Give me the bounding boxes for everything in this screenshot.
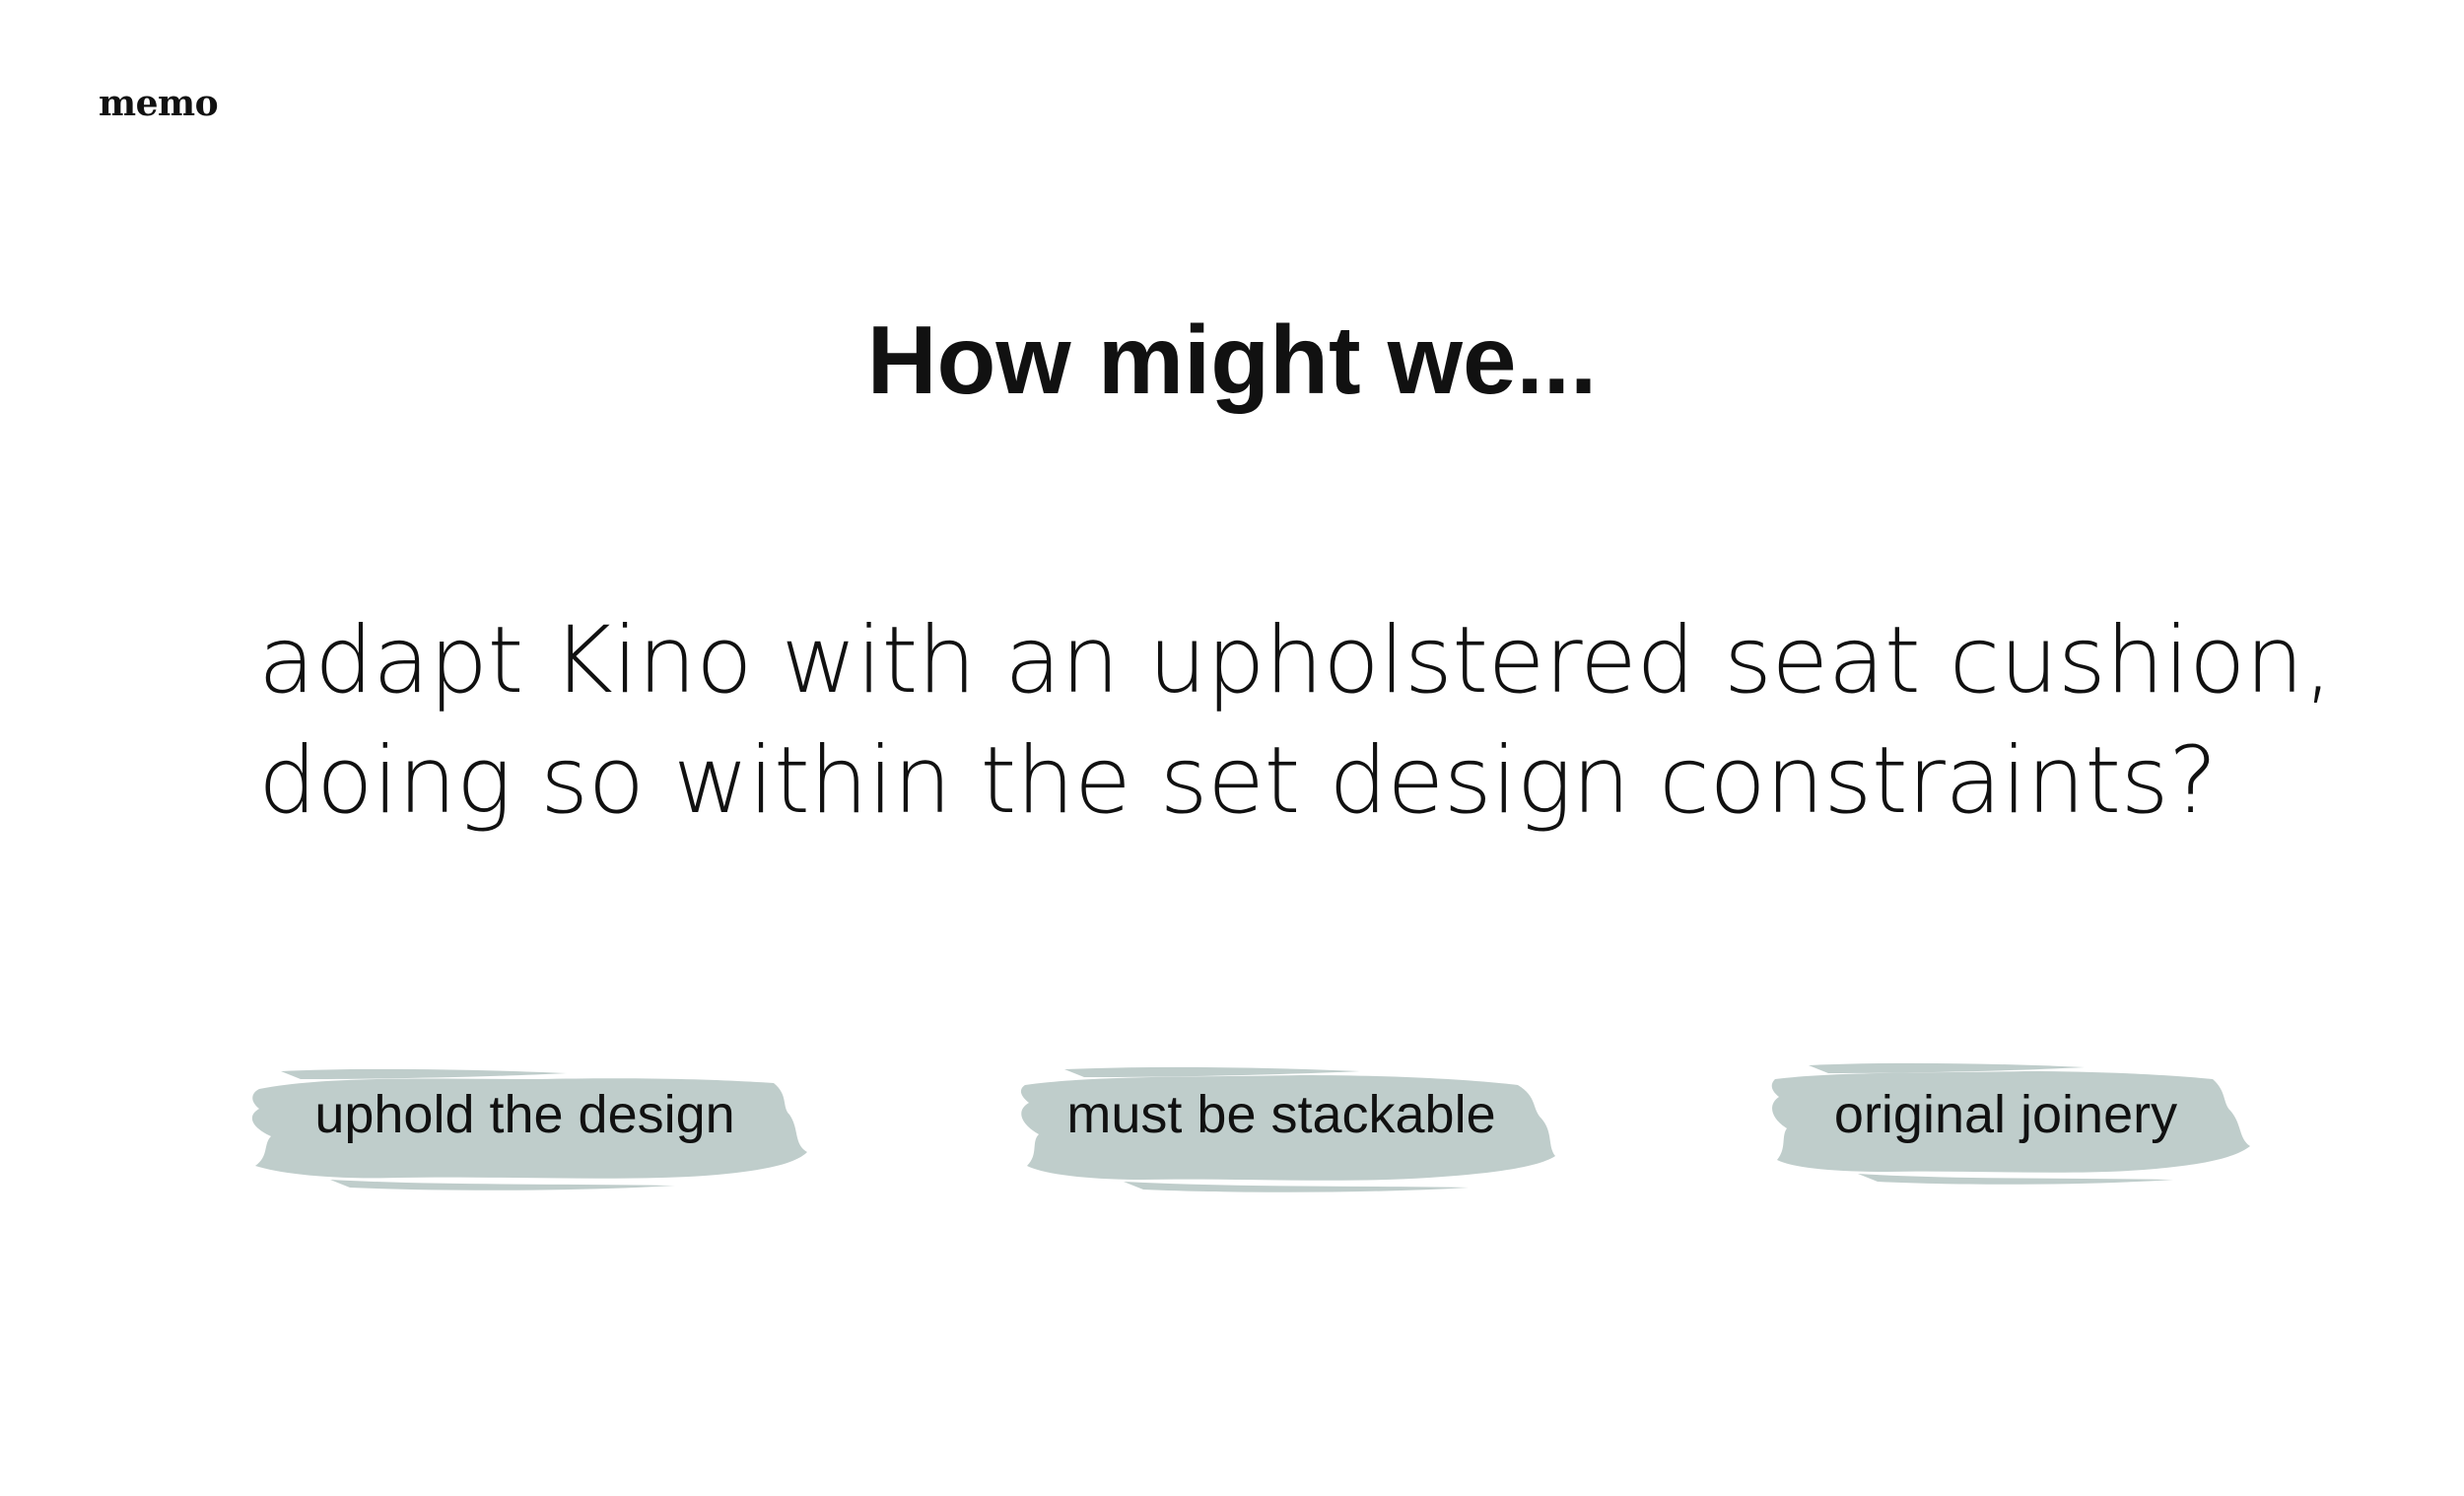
constraint-tag-label: uphold the design <box>314 1085 735 1144</box>
brush-stroke-icon <box>1020 1066 1555 1192</box>
constraint-tag-uphold-design: uphold the design <box>241 1050 808 1197</box>
slide-heading: How might we... <box>866 306 1598 414</box>
problem-statement-line-1: adapt Kino with an upholstered seat cush… <box>258 607 2333 714</box>
constraint-tag-label: original joinery <box>1833 1085 2178 1144</box>
brush-stroke-icon <box>1771 1062 2250 1185</box>
brand-logo: memo <box>99 83 219 124</box>
constraint-tag-stackable: must be stackable <box>1005 1050 1557 1197</box>
constraint-tags: uphold the design must be stackable orig… <box>0 1050 2464 1197</box>
brush-stroke-icon <box>251 1068 807 1190</box>
constraint-tag-original-joinery: original joinery <box>1759 1050 2252 1197</box>
constraint-tag-label: must be stackable <box>1066 1085 1496 1144</box>
problem-statement: adapt Kino with an upholstered seat cush… <box>258 601 2333 842</box>
problem-statement-line-2: doing so within the set design constrain… <box>258 727 2218 835</box>
